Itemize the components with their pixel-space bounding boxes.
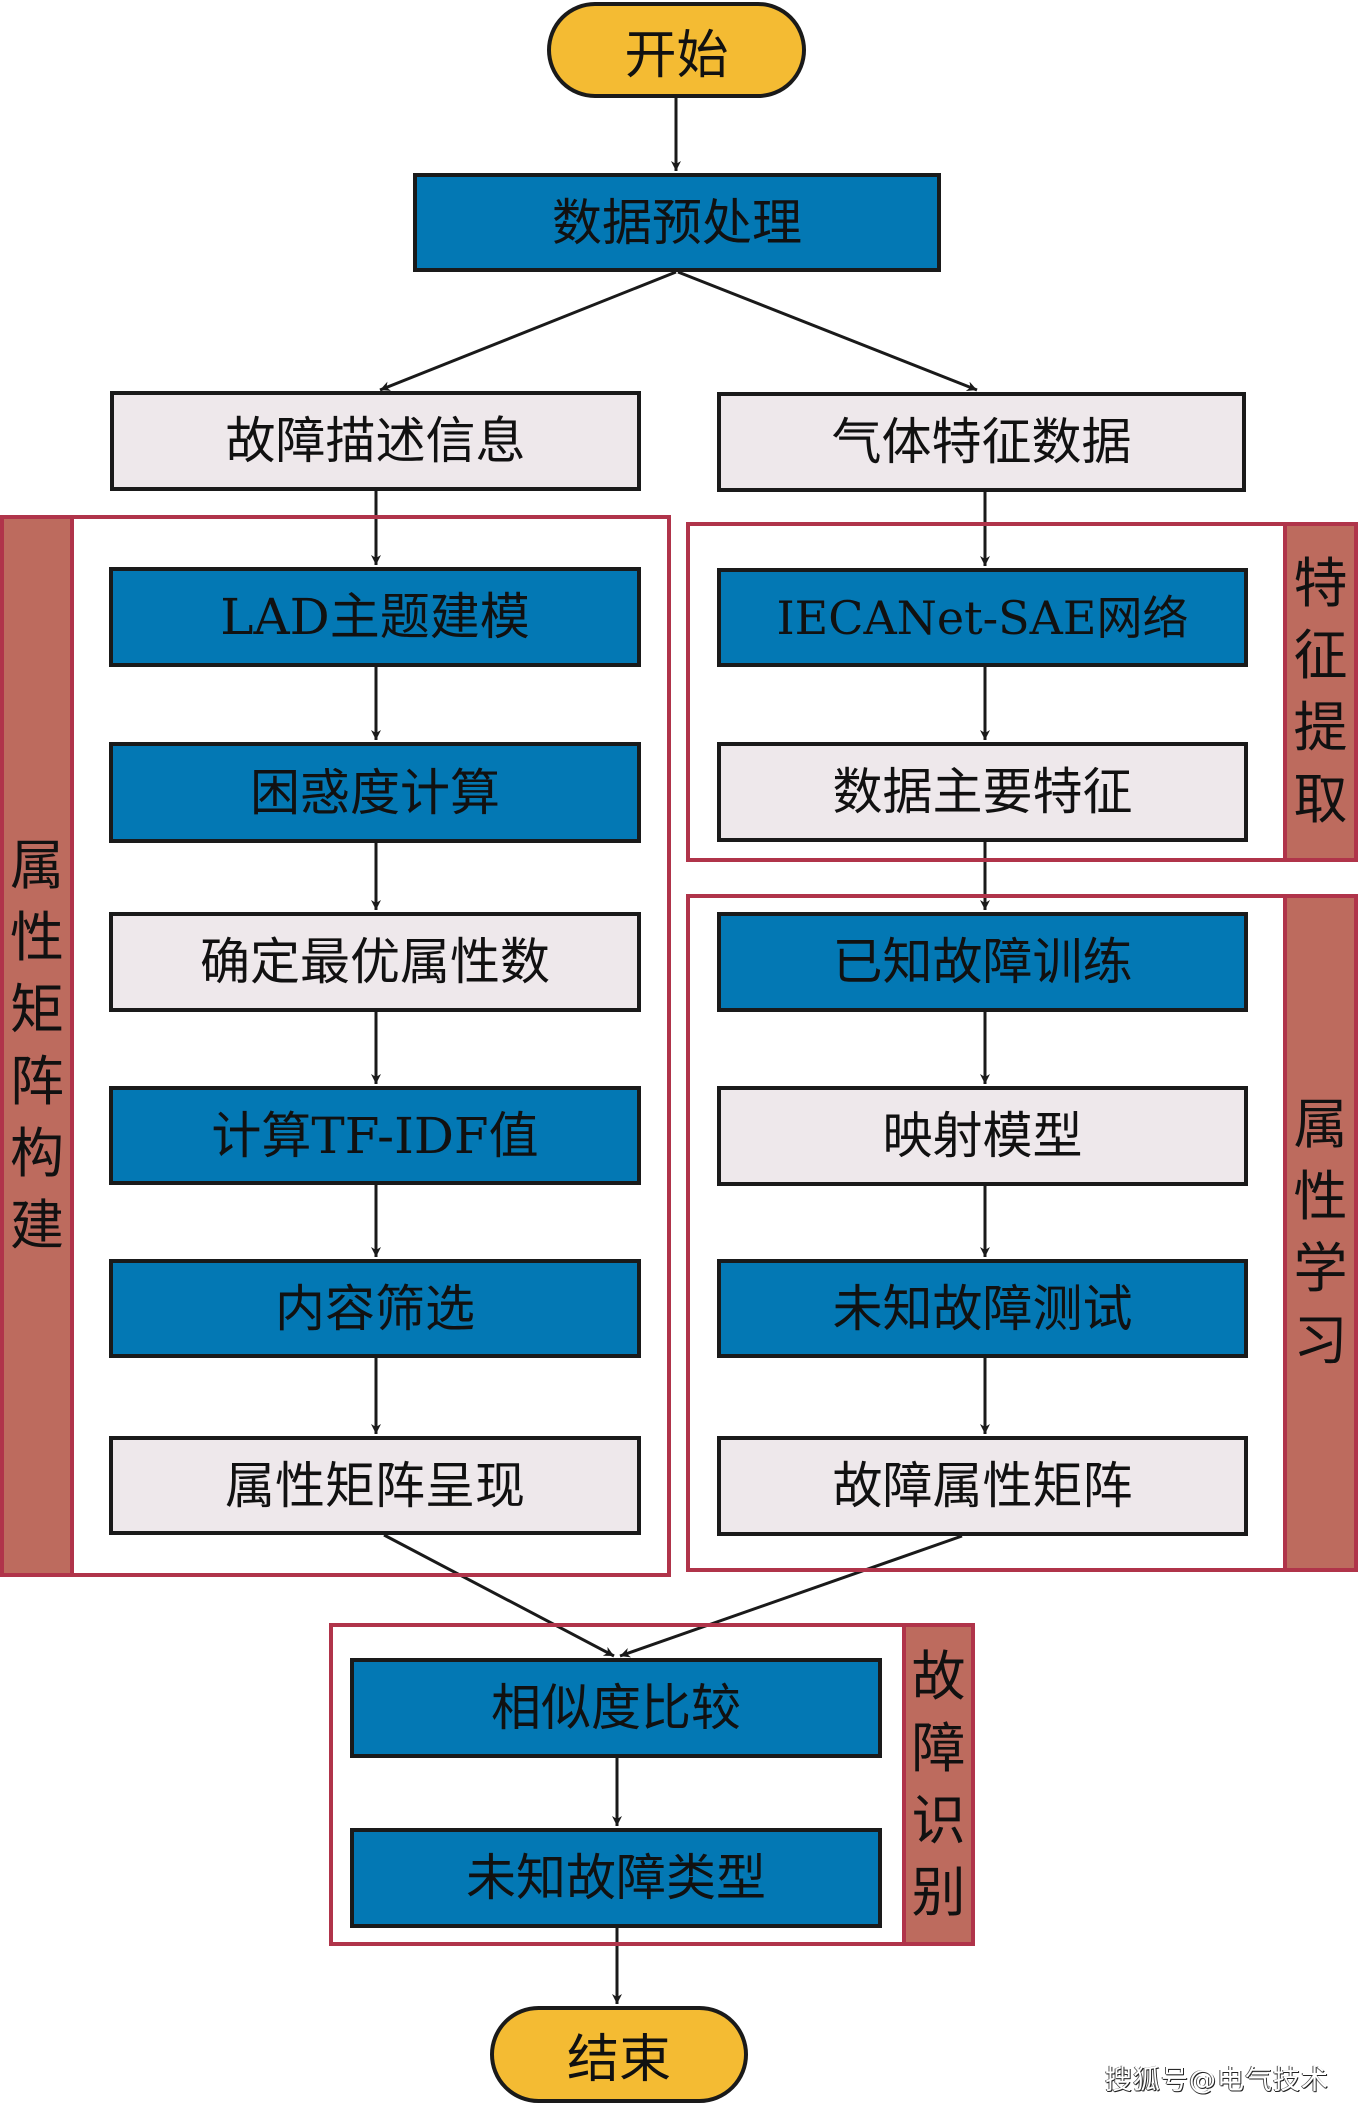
gas-feature-data-label: 气体特征数据	[831, 413, 1132, 471]
preprocess-node: 数据预处理	[413, 173, 941, 272]
end-terminal: 结束	[490, 2006, 748, 2103]
group-label-char: 故	[911, 1644, 966, 1708]
start-terminal: 开始	[547, 2, 806, 98]
iecanet-sae-network-node: IECANet-SAE网络	[717, 568, 1248, 667]
content-filtering-node: 内容筛选	[109, 1259, 641, 1358]
feature-extraction-label: 特 征 提 取	[1283, 522, 1358, 862]
main-data-features-node: 数据主要特征	[717, 742, 1248, 842]
fault-attribute-matrix-node: 故障属性矩阵	[717, 1436, 1248, 1536]
group-label-char: 构	[10, 1122, 64, 1185]
group-label-char: 建	[10, 1194, 64, 1257]
step-label: 确定最优属性数	[200, 933, 550, 991]
unknown-fault-type-node: 未知故障类型	[350, 1828, 882, 1928]
step-label: 困惑度计算	[250, 763, 500, 822]
arrow-preprocess-to-fault-desc	[379, 270, 677, 392]
step-label: 未知故障类型	[466, 1849, 766, 1907]
group-label-char: 阵	[10, 1050, 64, 1113]
step-label: IECANet-SAE网络	[776, 590, 1189, 645]
known-fault-training-node: 已知故障训练	[717, 912, 1248, 1012]
group-label-char: 矩	[10, 978, 64, 1041]
attribute-matrix-construction-label: 属 性 矩 阵 构 建	[0, 515, 74, 1577]
attribute-matrix-construction-group	[0, 515, 671, 1577]
unknown-fault-testing-node: 未知故障测试	[717, 1259, 1248, 1358]
group-label-char: 别	[911, 1860, 966, 1924]
tfidf-calculation-node: 计算TF-IDF值	[109, 1086, 641, 1185]
group-label-char: 识	[911, 1788, 966, 1852]
fault-identification-label: 故 障 识 别	[902, 1623, 975, 1946]
mapping-model-node: 映射模型	[717, 1086, 1248, 1186]
lda-topic-modeling-node: LAD主题建模	[109, 567, 641, 667]
step-label: 相似度比较	[491, 1679, 741, 1737]
step-label: 属性矩阵呈现	[225, 1456, 525, 1515]
group-label-char: 性	[1293, 1165, 1348, 1228]
perplexity-calculation-node: 困惑度计算	[109, 742, 641, 843]
group-label-char: 取	[1293, 768, 1348, 831]
group-label-char: 属	[1293, 1093, 1348, 1156]
group-label-char: 征	[1293, 624, 1348, 687]
group-label-char: 障	[911, 1716, 966, 1780]
arrow-preprocess-to-gas-data	[677, 270, 978, 392]
step-label: 内容筛选	[275, 1279, 475, 1338]
step-label: 数据主要特征	[832, 763, 1133, 821]
fault-description-label: 故障描述信息	[225, 412, 526, 470]
end-label: 结束	[566, 2030, 671, 2090]
step-label: 未知故障测试	[832, 1279, 1133, 1338]
group-label-char: 学	[1293, 1237, 1348, 1300]
group-label-char: 属	[10, 834, 64, 897]
step-label: LAD主题建模	[220, 588, 530, 646]
group-label-char: 特	[1293, 552, 1348, 615]
preprocess-label: 数据预处理	[552, 193, 802, 252]
start-label: 开始	[624, 25, 729, 86]
group-label-char: 提	[1293, 696, 1348, 759]
similarity-comparison-node: 相似度比较	[350, 1658, 882, 1758]
group-label-char: 性	[10, 906, 64, 969]
gas-feature-data-node: 气体特征数据	[717, 392, 1246, 492]
step-label: 故障属性矩阵	[832, 1457, 1133, 1515]
attribute-matrix-presentation-node: 属性矩阵呈现	[109, 1436, 641, 1535]
step-label: 计算TF-IDF值	[211, 1106, 539, 1165]
attribute-learning-label: 属 性 学 习	[1283, 894, 1358, 1572]
optimal-attribute-count-node: 确定最优属性数	[109, 912, 641, 1012]
step-label: 已知故障训练	[832, 933, 1133, 991]
step-label: 映射模型	[882, 1107, 1083, 1165]
watermark: 搜狐号@电气技术	[1105, 2065, 1329, 2096]
fault-description-node: 故障描述信息	[110, 391, 641, 491]
group-label-char: 习	[1293, 1309, 1348, 1372]
